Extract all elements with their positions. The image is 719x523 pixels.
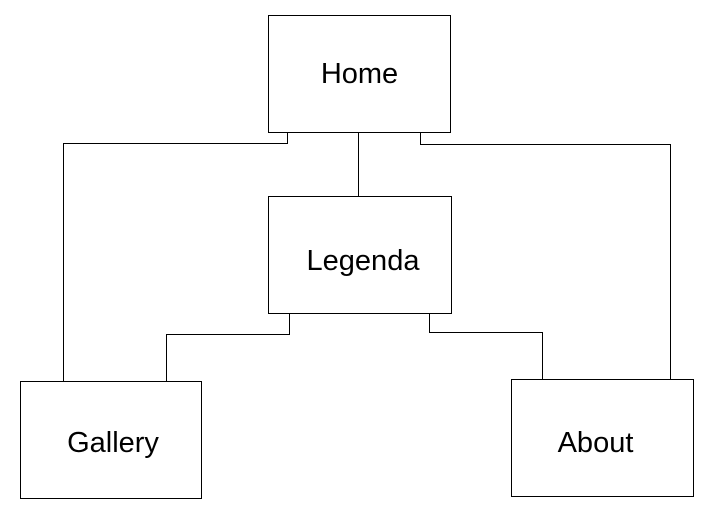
node-label-home: Home <box>320 57 399 90</box>
connector-home-gallery <box>63 133 288 381</box>
node-gallery: Gallery <box>20 381 202 499</box>
connector-home-about <box>420 133 671 379</box>
node-label-about: About <box>557 426 634 459</box>
node-about: About <box>511 379 694 497</box>
node-home: Home <box>268 15 451 133</box>
node-label-gallery: Gallery <box>67 426 159 459</box>
connector-legenda-about <box>429 314 543 379</box>
node-label-legenda: Legenda <box>306 244 420 277</box>
connector-legenda-gallery <box>166 314 290 381</box>
node-legenda: Legenda <box>268 196 452 314</box>
